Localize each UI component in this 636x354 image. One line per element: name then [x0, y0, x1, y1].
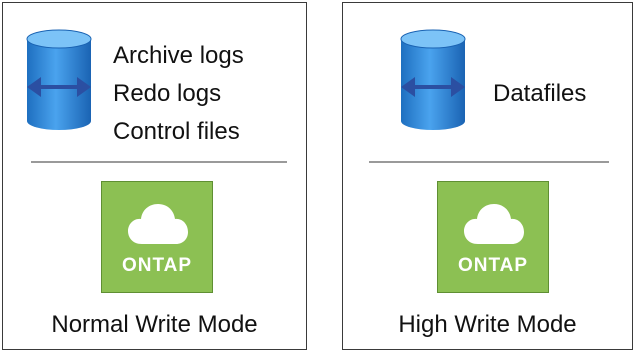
database-icon [400, 29, 466, 130]
ontap-label: ONTAP [457, 255, 529, 276]
high-write-mode-panel: Datafiles ONTAP High Write Mode [342, 2, 633, 350]
cloud-icon [128, 204, 188, 244]
ontap-badge: ONTAP [437, 181, 549, 293]
normal-write-mode-panel: Archive logs Redo logs Control files ONT… [2, 2, 307, 350]
mode-label: Normal Write Mode [51, 311, 258, 338]
database-icon [26, 29, 92, 130]
ontap-badge: ONTAP [101, 181, 213, 293]
file-list: Datafiles [493, 75, 586, 113]
cloud-icon [464, 204, 524, 244]
double-arrow-icon [401, 77, 465, 97]
file-list: Archive logs Redo logs Control files [113, 37, 244, 151]
ontap-label: ONTAP [121, 255, 193, 276]
divider [369, 161, 609, 163]
file-item: Archive logs [113, 42, 244, 69]
double-arrow-icon [27, 77, 91, 97]
file-item: Datafiles [493, 80, 587, 107]
mode-label: High Write Mode [398, 311, 577, 338]
file-item: Control files [113, 118, 240, 145]
divider [31, 161, 287, 163]
file-item: Redo logs [113, 80, 222, 107]
